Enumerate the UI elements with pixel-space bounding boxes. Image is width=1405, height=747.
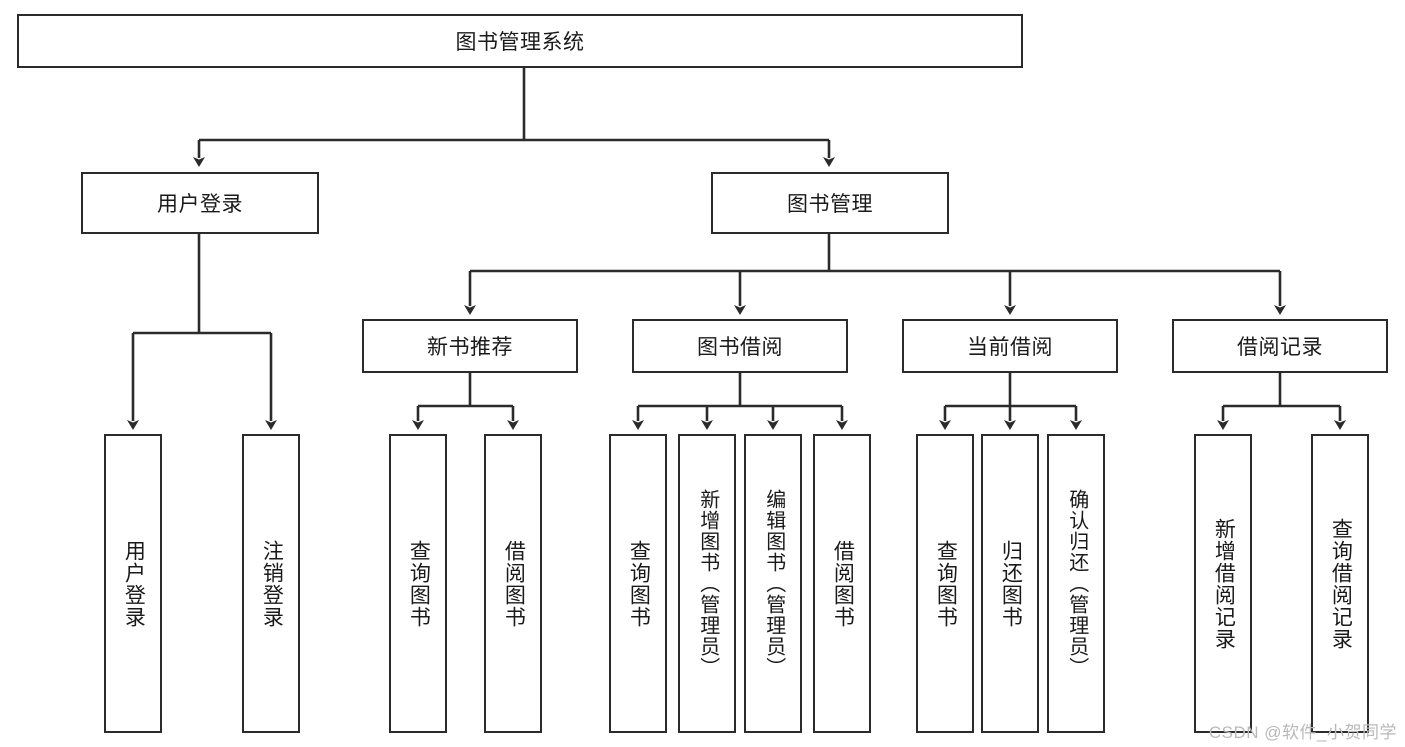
leaf-borrow-add-book-admin[interactable]: 新增图书（管理员）	[678, 434, 736, 733]
leaf-recommend-borrow-book[interactable]: 借阅图书	[484, 434, 542, 733]
leaf-current-query-book[interactable]: 查询图书	[916, 434, 974, 733]
leaf-borrow-borrow-book[interactable]: 借阅图书	[813, 434, 871, 733]
node-new-book-recommend[interactable]: 新书推荐	[362, 319, 578, 373]
leaf-borrow-edit-book-admin[interactable]: 编辑图书（管理员）	[744, 434, 802, 733]
node-current-borrow[interactable]: 当前借阅	[902, 319, 1118, 373]
node-borrow-record[interactable]: 借阅记录	[1172, 319, 1388, 373]
node-book-management[interactable]: 图书管理	[711, 172, 949, 234]
node-user-login[interactable]: 用户登录	[81, 172, 319, 234]
leaf-borrow-query-book[interactable]: 查询图书	[609, 434, 667, 733]
node-root[interactable]: 图书管理系统	[17, 14, 1023, 68]
watermark: CSDN @软件_小贺同学	[1208, 723, 1397, 742]
leaf-current-confirm-return-admin[interactable]: 确认归还（管理员）	[1047, 434, 1105, 733]
node-book-borrow[interactable]: 图书借阅	[632, 319, 848, 373]
leaf-user-logout[interactable]: 注销登录	[242, 434, 300, 733]
leaf-user-login[interactable]: 用户登录	[104, 434, 162, 733]
leaf-record-add-borrow-record[interactable]: 新增借阅记录	[1194, 434, 1252, 733]
leaf-current-return-book[interactable]: 归还图书	[981, 434, 1039, 733]
leaf-record-query-borrow-record[interactable]: 查询借阅记录	[1311, 434, 1369, 733]
leaf-recommend-query-book[interactable]: 查询图书	[389, 434, 447, 733]
